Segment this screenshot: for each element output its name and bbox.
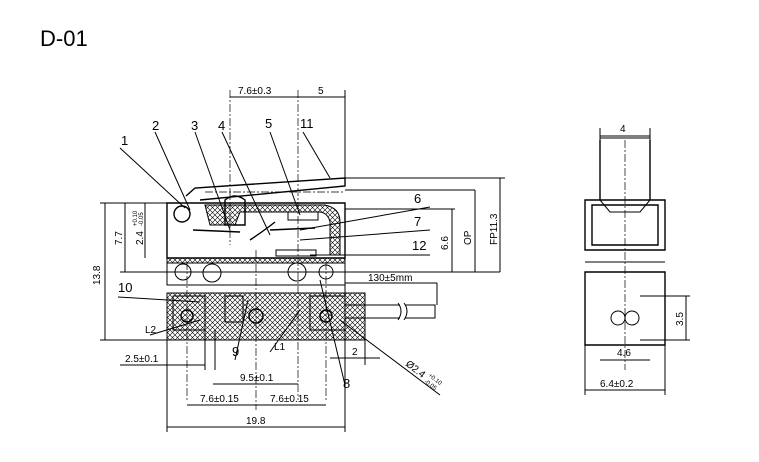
dim-fp: FP11.3 — [489, 213, 500, 245]
terminal-label-l2: L2 — [145, 325, 157, 336]
plunger — [224, 195, 246, 226]
dim-6-6: 6.6 — [440, 236, 451, 250]
part-label-12: 12 — [412, 238, 426, 253]
part-label-3: 3 — [191, 118, 198, 133]
dim-cable-length: 130±5mm — [368, 273, 412, 284]
part-label-1: 1 — [121, 133, 128, 148]
cable — [345, 304, 436, 319]
dim-19-8: 19.8 — [246, 416, 266, 427]
side-dim-6-4: 6.4±0.2 — [600, 379, 634, 390]
part-label-6: 6 — [414, 191, 421, 206]
part-label-8: 8 — [343, 376, 350, 391]
front-view: 1 2 3 4 5 6 7 8 9 10 11 12 L1 L2 7.6±0.3… — [92, 86, 505, 432]
dim-13-8: 13.8 — [92, 265, 103, 285]
part-label-9: 9 — [232, 344, 239, 359]
part-label-2: 2 — [152, 118, 159, 133]
dim-7-7: 7.7 — [114, 231, 125, 245]
part-label-10: 10 — [118, 280, 132, 295]
dim-7-6-left: 7.6±0.15 — [200, 394, 239, 405]
dim-op: OP — [463, 230, 474, 245]
drawing-title: D-01 — [40, 26, 88, 51]
side-dim-3-5: 3.5 — [675, 312, 686, 326]
part-label-5: 5 — [265, 116, 272, 131]
part-label-7: 7 — [414, 214, 421, 229]
dim-7-6-right: 7.6±0.15 — [270, 394, 309, 405]
dim-cable-diameter: Ø2.4 — [403, 359, 427, 381]
side-view: 4 3.5 4.6 6.4±0.2 — [584, 124, 690, 395]
dim-lever-position: 7.6±0.3 — [238, 86, 272, 97]
dim-2-4-tol-upper: +0.10 — [133, 210, 139, 226]
dim-2-4: 2.4 — [135, 231, 146, 245]
pivot-roller — [173, 205, 191, 223]
side-dim-4: 4 — [620, 124, 626, 135]
side-dim-4-6: 4.6 — [617, 348, 631, 359]
lever — [185, 177, 346, 201]
dim-lever-tip: 5 — [318, 86, 324, 97]
part-label-4: 4 — [218, 118, 225, 133]
part-label-11: 11 — [300, 116, 314, 131]
dim-9-5: 9.5±0.1 — [240, 373, 274, 384]
terminal-label-l1: L1 — [274, 342, 286, 353]
dim-2-4-tol-lower: -0.05 — [139, 212, 145, 226]
dim-2-5: 2.5±0.1 — [125, 354, 159, 365]
dim-2: 2 — [352, 347, 358, 358]
